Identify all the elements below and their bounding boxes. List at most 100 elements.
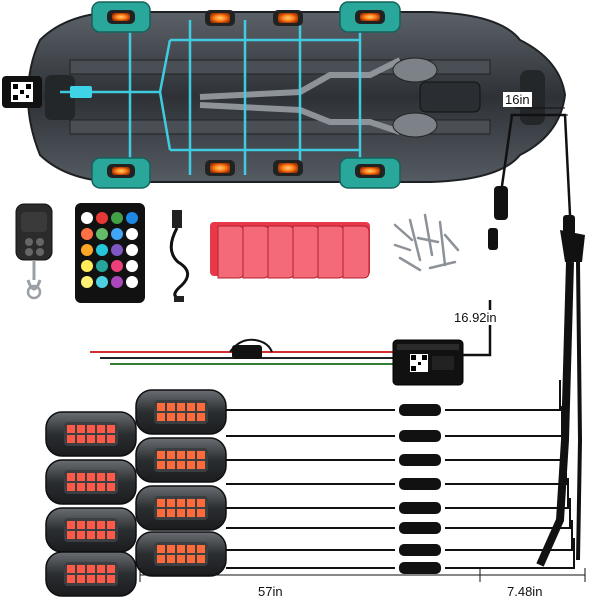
led-chip (67, 531, 75, 539)
remote-key (96, 260, 108, 272)
led-chip (87, 435, 95, 443)
led-chip (107, 575, 115, 583)
led-chip (177, 403, 185, 411)
led-chip (187, 413, 195, 421)
screws-icon (393, 213, 460, 272)
led-chip (197, 403, 205, 411)
remote-key (111, 228, 123, 240)
led-chip (77, 575, 85, 583)
remote-key (126, 260, 138, 272)
led-chip (187, 509, 195, 517)
led-chip (67, 425, 75, 433)
remote-key (111, 212, 123, 224)
led-chip (187, 451, 195, 459)
waterproof-connector-icon (399, 544, 441, 556)
rock-light-pod-icon (135, 531, 227, 577)
rock-light-pod-icon (135, 389, 227, 435)
car-underside-icon (26, 1, 567, 189)
led-chip (177, 461, 185, 469)
waterproof-connector-icon (399, 522, 441, 534)
led-chip (197, 461, 205, 469)
remote-key (126, 228, 138, 240)
led-chip (177, 451, 185, 459)
led-chip (87, 425, 95, 433)
led-chip (97, 435, 105, 443)
remote-key (111, 276, 123, 288)
led-chip (97, 521, 105, 529)
key-fob-icon (15, 203, 53, 300)
led-chip (87, 483, 95, 491)
led-chip (77, 483, 85, 491)
led-chip (97, 565, 105, 573)
branch-cable (226, 406, 563, 437)
led-chip (107, 565, 115, 573)
usb-cable-icon (169, 210, 190, 302)
bluetooth-module-icon (2, 76, 42, 108)
led-chip (77, 425, 85, 433)
led-chip (87, 575, 95, 583)
remote-key (96, 228, 108, 240)
branch-cable (226, 478, 569, 509)
branch-cable (226, 520, 573, 551)
waterproof-connector-icon (399, 562, 441, 574)
led-chip (77, 565, 85, 573)
led-chip (177, 499, 185, 507)
led-chip (157, 461, 165, 469)
led-chip (187, 499, 195, 507)
led-chip (157, 499, 165, 507)
rock-light-pod-icon (45, 507, 137, 553)
led-chip (107, 435, 115, 443)
led-chip (87, 531, 95, 539)
remote-key (81, 244, 93, 256)
led-chip (77, 435, 85, 443)
remote-key (126, 244, 138, 256)
waterproof-connector-icon (488, 186, 508, 250)
remote-key (81, 212, 93, 224)
led-chip (187, 545, 195, 553)
remote-key (96, 244, 108, 256)
led-chip (107, 521, 115, 529)
led-chip (177, 509, 185, 517)
led-chip (157, 413, 165, 421)
remote-key (126, 212, 138, 224)
led-chip (197, 509, 205, 517)
led-chip (197, 413, 205, 421)
led-chip (167, 545, 175, 553)
led-chip (157, 403, 165, 411)
remote-key (111, 244, 123, 256)
remote-key (81, 228, 93, 240)
led-chip (167, 461, 175, 469)
led-chip (107, 531, 115, 539)
led-chip (77, 531, 85, 539)
dimension-label-16in: 16in (503, 92, 532, 107)
led-chip (67, 575, 75, 583)
rock-light-pod-icon (45, 459, 137, 505)
branch-cable (226, 430, 565, 461)
branch-cable (226, 380, 561, 411)
led-chip (197, 451, 205, 459)
waterproof-connector-icon (399, 430, 441, 442)
branch-cables (226, 380, 575, 574)
led-chip (167, 499, 175, 507)
led-chip (187, 555, 195, 563)
led-chip (67, 483, 75, 491)
dimension-label-57in: 57in (256, 584, 285, 599)
led-chip (67, 565, 75, 573)
led-chip (97, 575, 105, 583)
dimension-label-16-92in: 16.92in (452, 310, 499, 325)
rock-light-pod-icon (45, 551, 137, 597)
rock-light-pod-icon (45, 411, 137, 457)
dimension-label-7-48in: 7.48in (505, 584, 545, 599)
fuse-holder-icon (229, 338, 273, 359)
waterproof-connector-icon (399, 454, 441, 466)
cable-bundle (536, 215, 585, 567)
led-chip (67, 521, 75, 529)
remote-key (96, 212, 108, 224)
led-chip (87, 565, 95, 573)
led-chip (177, 555, 185, 563)
bluetooth-controller-icon (392, 339, 464, 386)
led-chip (87, 521, 95, 529)
led-chip (167, 555, 175, 563)
